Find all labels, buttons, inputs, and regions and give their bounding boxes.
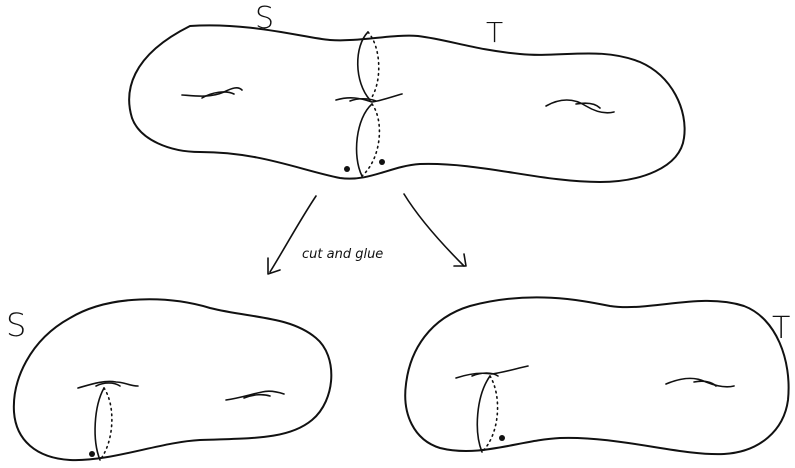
bottom-left-outline (14, 299, 331, 460)
top-cut-curve-lower-front (357, 104, 372, 176)
arrow-right (404, 194, 466, 266)
top-cut-curve-upper-back (368, 32, 379, 100)
top-cut-curve-upper-front (358, 32, 370, 100)
bottom-left-surface (14, 299, 331, 460)
top-basepoint-right (379, 159, 385, 165)
arrow-left (268, 196, 316, 274)
bottom-right-surface (405, 297, 788, 454)
br-handle-right (666, 378, 734, 386)
top-surface-outline (129, 25, 684, 182)
operation-label: cut and glue (302, 247, 383, 262)
top-surface (129, 25, 684, 182)
bottom-right-label-t: T (772, 311, 790, 346)
bl-handle-left-lower (96, 383, 120, 386)
br-basepoint (499, 435, 505, 441)
br-handle-left (456, 366, 528, 378)
top-handle-left-lower (202, 92, 234, 98)
bl-basepoint (89, 451, 95, 457)
top-basepoint-left (344, 166, 350, 172)
top-label-t: T (486, 16, 503, 49)
bottom-left-label-s: S (6, 306, 26, 344)
top-handle-left (182, 88, 242, 96)
bl-cut-curve-back (100, 388, 112, 460)
top-label-s: S (255, 1, 274, 36)
top-handle-right (546, 100, 614, 113)
arrow-right-shaft (404, 194, 464, 266)
br-handle-right-lower (694, 381, 716, 386)
arrow-right-head (454, 254, 466, 266)
bl-cut-curve-front (95, 388, 104, 460)
br-cut-curve-front (477, 376, 490, 452)
